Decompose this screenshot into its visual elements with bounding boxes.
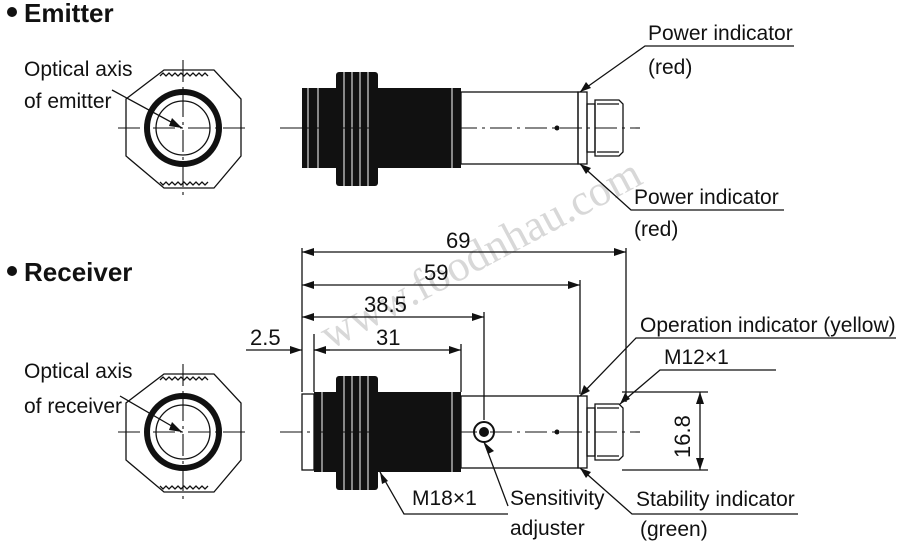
receiver-side-view [280,376,640,490]
emitter-bullet-icon [7,7,17,17]
emitter-power-indicator-top: Power indicator [648,22,793,45]
emitter-power-indicator-bottom: Power indicator [634,186,779,209]
receiver-operation-indicator: Operation indicator (yellow) [640,314,896,337]
dim-front-offset: 2.5 [250,325,281,350]
receiver-front-view [118,364,250,500]
receiver-optical-axis-line2: of receiver [24,395,122,418]
receiver-sensitivity-line2: adjuster [510,517,585,540]
emitter-optical-axis-line2: of emitter [24,90,112,113]
emitter-power-indicator-top-color: (red) [648,56,692,79]
receiver-stability-indicator: Stability indicator [636,488,795,511]
receiver-sensitivity-line1: Sensitivity [510,487,605,510]
receiver-stability-indicator-color: (green) [640,518,708,541]
dim-overall: 69 [446,228,470,253]
receiver-body-thread: M18×1 [412,487,477,510]
dim-thread-length: 31 [376,325,400,350]
receiver-optical-axis-line1: Optical axis [24,360,133,383]
emitter-side-view [280,72,640,186]
dim-adjuster-position: 38.5 [364,292,407,317]
emitter-heading: Emitter [24,0,114,28]
emitter-front-view [118,60,250,196]
dim-body-length: 59 [424,260,448,285]
receiver-connector-thread: M12×1 [664,346,729,369]
dimension-lines [246,248,708,471]
dim-connector-height: 16.8 [670,415,695,458]
emitter-power-indicator-bottom-color: (red) [634,218,678,241]
emitter-optical-axis-line1: Optical axis [24,58,133,81]
receiver-heading: Receiver [24,257,132,287]
receiver-bullet-icon [7,266,17,276]
